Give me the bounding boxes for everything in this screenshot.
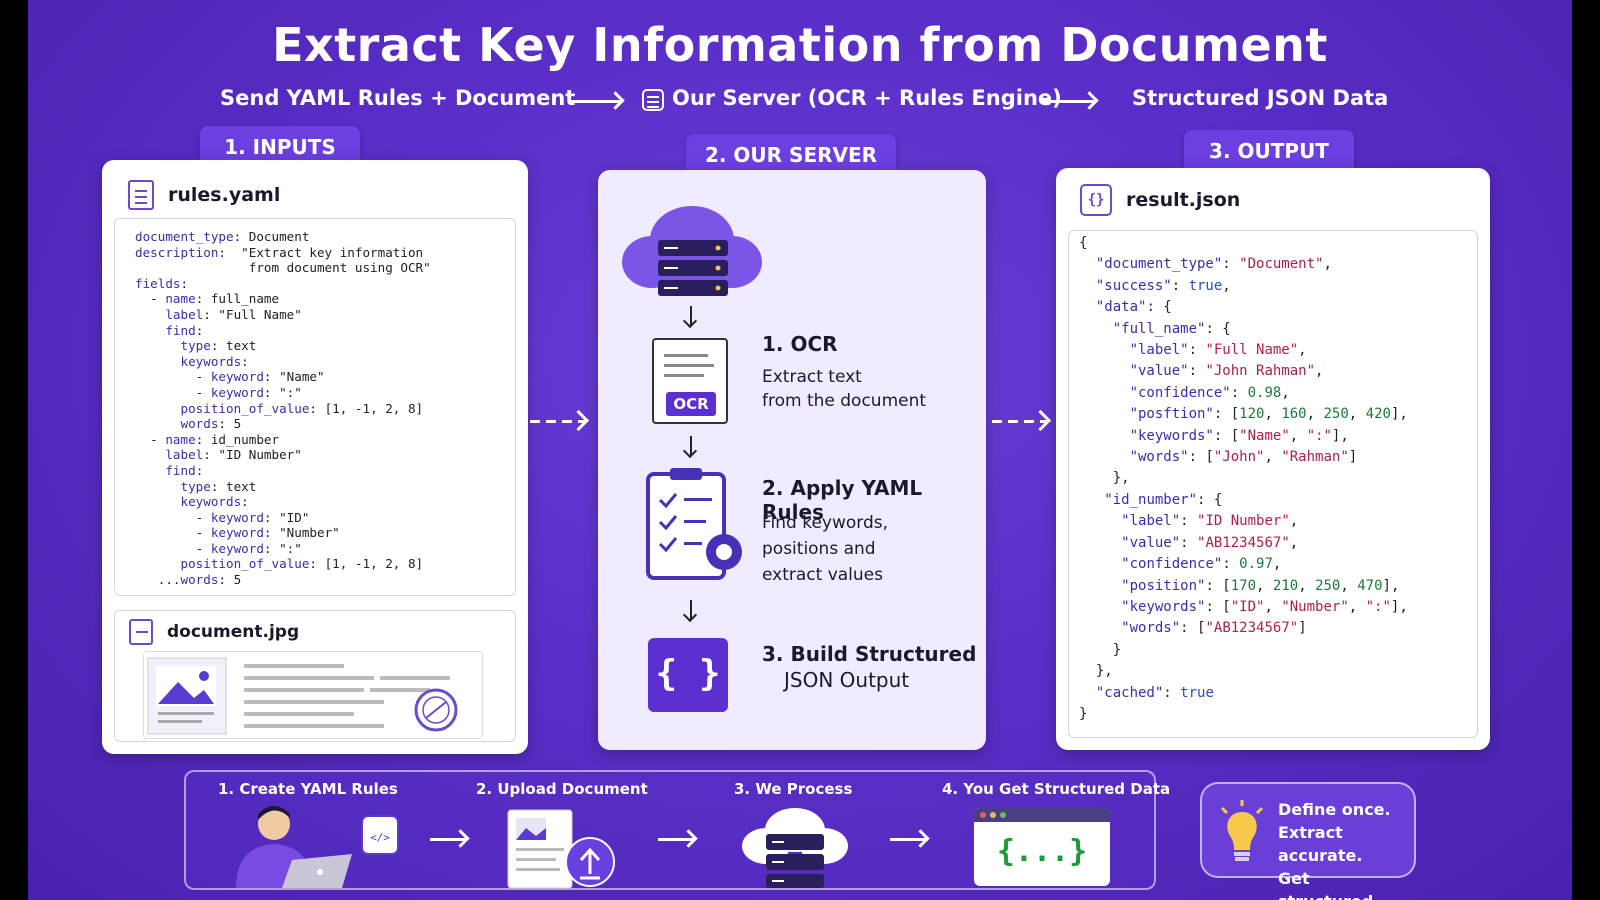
tab-output: 3. OUTPUT bbox=[1184, 130, 1354, 174]
tip-line-3: Get structured. bbox=[1278, 869, 1379, 900]
json-code: { "document_type": "Document", "success"… bbox=[1079, 235, 1408, 722]
dashed-arrow-to-output bbox=[992, 420, 1048, 423]
step-ocr-desc-1: Extract text bbox=[762, 367, 862, 387]
ocr-badge: OCR bbox=[666, 392, 716, 416]
process-steps-panel: 1. Create YAML Rules </> 2. Upload Docum… bbox=[184, 770, 1170, 890]
browser-window-icon: {...} bbox=[974, 808, 1110, 886]
document-file-header: document.jpg bbox=[129, 619, 299, 645]
subtitle-arrow-1 bbox=[568, 100, 620, 103]
step-ocr-title: 1. OCR bbox=[762, 332, 838, 356]
file-icon bbox=[128, 180, 154, 210]
yaml-code: document_type: Document description: "Ex… bbox=[135, 229, 431, 588]
lightbulb-icon bbox=[1220, 800, 1264, 861]
ocr-document-icon: OCR bbox=[652, 338, 728, 424]
infographic-canvas: Extract Key Information from Document Se… bbox=[28, 0, 1572, 900]
step-rules-desc-3: extract values bbox=[762, 565, 884, 585]
json-code-box: { "document_type": "Document", "success"… bbox=[1068, 230, 1478, 738]
arrow-down-1 bbox=[690, 306, 692, 326]
subtitle-arrow-2 bbox=[1042, 100, 1094, 103]
process-arrow-2 bbox=[658, 838, 694, 841]
step-rules-title: 2. Apply YAML Rules bbox=[762, 476, 923, 524]
process-arrow-3 bbox=[890, 838, 926, 841]
server-icon bbox=[642, 89, 664, 111]
process-step-3-label: 3. We Process bbox=[734, 780, 853, 798]
page-title: Extract Key Information from Document bbox=[272, 18, 1328, 72]
arrow-down-2 bbox=[690, 436, 692, 456]
document-box: document.jpg bbox=[114, 610, 516, 742]
tip-text: Define once. Extract accurate. Get struc… bbox=[1278, 798, 1414, 900]
flow-subtitle: Send YAML Rules + Document Our Server (O… bbox=[28, 86, 1572, 118]
dashed-arrow-to-server bbox=[530, 420, 586, 423]
upload-document-icon bbox=[507, 809, 615, 889]
process-step-1-label: 1. Create YAML Rules bbox=[218, 780, 398, 798]
document-preview-graphic bbox=[147, 657, 458, 735]
tip-bubble: Define once. Extract accurate. Get struc… bbox=[1200, 782, 1416, 900]
svg-text:</>: </> bbox=[370, 831, 390, 844]
output-card: {} result.json { "document_type": "Docum… bbox=[1056, 168, 1490, 750]
result-file-header: {} result.json bbox=[1080, 184, 1240, 216]
json-symbol: {...} bbox=[996, 834, 1088, 869]
cloud-process-icon bbox=[742, 808, 848, 888]
step-rules-desc-2: positions and bbox=[762, 539, 876, 559]
subtitle-server: Our Server (OCR + Rules Engine) bbox=[672, 86, 1062, 110]
result-filename: result.json bbox=[1126, 189, 1241, 211]
process-step-4-label: 4. You Get Structured Data bbox=[942, 780, 1171, 798]
tip-line-1: Define once. bbox=[1278, 800, 1391, 819]
document-preview bbox=[143, 651, 483, 739]
step-build-title-2: JSON Output bbox=[784, 668, 910, 692]
inputs-card: rules.yaml document_type: Document descr… bbox=[102, 160, 528, 754]
arrow-down-3 bbox=[690, 600, 692, 620]
yaml-code-box: document_type: Document description: "Ex… bbox=[114, 218, 516, 596]
step-rules-desc-1: Find keywords, bbox=[762, 513, 889, 533]
rules-filename: rules.yaml bbox=[168, 184, 281, 206]
json-braces-icon: { } bbox=[648, 638, 728, 712]
json-file-icon: {} bbox=[1080, 184, 1112, 216]
subtitle-output: Structured JSON Data bbox=[1132, 86, 1389, 110]
subtitle-send: Send YAML Rules + Document bbox=[220, 86, 576, 110]
rules-file-header: rules.yaml bbox=[128, 180, 280, 210]
step-build-title-1: 3. Build Structured bbox=[762, 642, 977, 666]
image-file-icon bbox=[129, 619, 153, 645]
clipboard-checklist-icon bbox=[646, 468, 742, 580]
process-step-2-label: 2. Upload Document bbox=[476, 780, 648, 798]
process-arrow-1 bbox=[430, 838, 466, 841]
person-laptop-icon: </> bbox=[236, 806, 399, 888]
cloud-server-icon bbox=[622, 206, 762, 296]
server-card: OCR 1. OCR Extract text from the documen… bbox=[598, 170, 986, 750]
step-ocr-desc-2: from the document bbox=[762, 391, 927, 411]
tip-line-2: Extract accurate. bbox=[1278, 823, 1363, 865]
document-filename: document.jpg bbox=[167, 622, 300, 642]
